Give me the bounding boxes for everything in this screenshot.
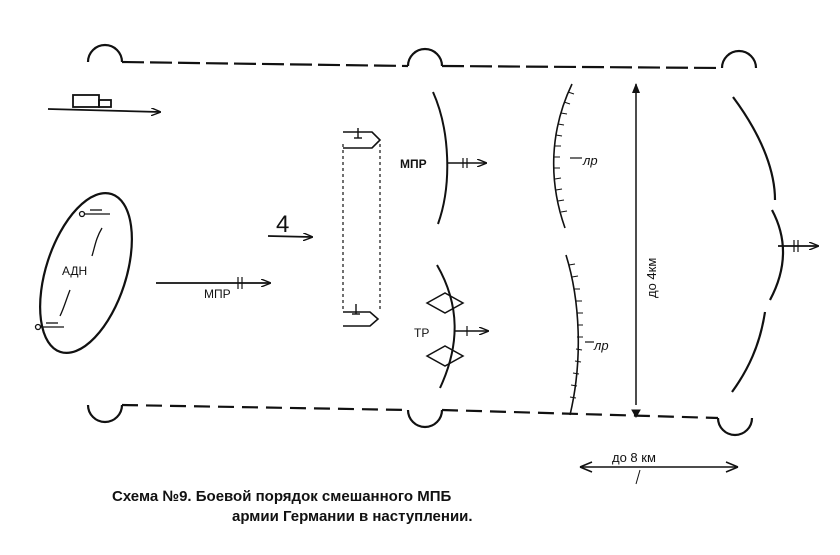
adn-label: АДН	[62, 264, 87, 278]
depth-label: до 4км	[644, 258, 659, 298]
tr-position	[425, 264, 488, 389]
flag-number-label: 4	[276, 211, 289, 238]
tank-unit-symbol	[47, 94, 160, 112]
bottom-boundary	[86, 403, 754, 437]
forward-position	[731, 96, 818, 393]
width-label: до 8 км	[612, 450, 656, 465]
mpr-left-label: МПР	[204, 287, 231, 301]
depth-dimension	[631, 83, 641, 419]
hatched-line-top	[552, 83, 582, 229]
mpr-right-position	[432, 91, 486, 225]
caption-line-1: Схема №9. Боевой порядок смешанного МПБ	[112, 488, 452, 505]
reserve-column	[342, 128, 382, 327]
width-dimension	[579, 461, 739, 485]
caption-line-2: армии Германии в наступлении.	[232, 508, 473, 525]
hatched-line-bottom	[565, 254, 594, 416]
tr-label: ТР	[414, 326, 429, 340]
mpr-left-arrow	[156, 277, 270, 289]
adn-group: АДН	[34, 192, 133, 354]
adn-oval	[39, 192, 133, 354]
lr-top-label: лр	[582, 153, 598, 168]
lr-bottom-label: лр	[593, 338, 609, 353]
top-boundary	[86, 43, 758, 70]
mpr-right-label: МПР	[400, 157, 427, 171]
staff-flag-symbol: 4	[267, 211, 312, 238]
